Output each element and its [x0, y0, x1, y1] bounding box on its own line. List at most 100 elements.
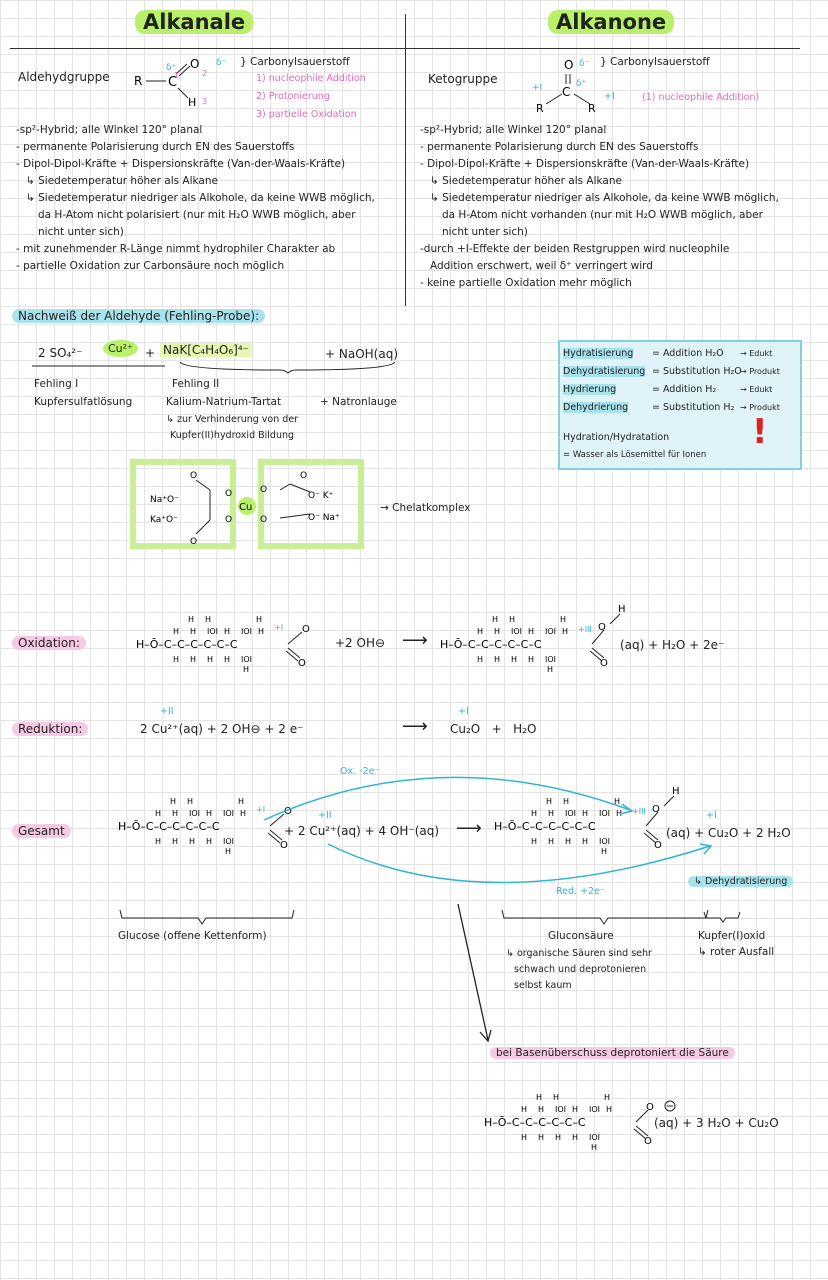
- aldehyde-carbonyl-label: } Carbonylsauerstoff: [240, 56, 350, 68]
- svg-text:+I: +I: [256, 805, 265, 814]
- svg-text:+III: +III: [632, 807, 646, 816]
- svg-text:O: O: [225, 515, 232, 525]
- aldehyde-structure: R C O H δ⁺ δ⁻ 2 3 1: [134, 57, 227, 108]
- fehling-heading: Nachweiß der Aldehyde (Fehling-Probe):: [12, 309, 266, 323]
- ketone-bullet: -sp²-Hybrid; alle Winkel 120° planal: [420, 124, 607, 136]
- svg-text:1: 1: [174, 71, 179, 80]
- def-row-hydrierung: Hydrierung: [563, 384, 617, 395]
- ketone-bullet: - keine partielle Oxidation mehr möglich: [420, 277, 632, 289]
- glucose-structure: O O +I: [136, 615, 310, 674]
- aldehyde-bullet: - partielle Oxidation zur Carbonsäure no…: [16, 260, 285, 272]
- svg-text:H: H: [618, 604, 626, 615]
- svg-text:δ⁺: δ⁺: [576, 79, 587, 89]
- ketone-structure: O C R R +I δ⁺ δ⁻: [532, 58, 596, 112]
- fehling-2-title: Fehling II: [172, 378, 220, 390]
- aldehyde-reaction-2: 2) Protonierung: [256, 91, 330, 102]
- ketone-bullet: - Dipol-Dipol-Kräfte + Dispersionskräfte…: [420, 158, 750, 170]
- svg-text:Na⁺O⁻: Na⁺O⁻: [150, 495, 179, 505]
- oxidation-label: Oxidation:: [12, 636, 86, 650]
- ketone-plus-i: +I: [604, 91, 615, 102]
- svg-text:+I: +I: [274, 623, 283, 632]
- aldehyde-bullet: nicht unter sich): [38, 226, 124, 238]
- def-row-dehydrierung: Dehydrierung: [563, 402, 629, 413]
- svg-text:3: 3: [202, 97, 207, 106]
- svg-text:O: O: [302, 624, 310, 635]
- svg-text:R: R: [588, 102, 596, 112]
- fehling-plus: +: [145, 346, 156, 360]
- ketone-bullet: ↳ Siedetemperatur höher als Alkane: [430, 175, 622, 187]
- svg-text:O: O: [260, 485, 267, 495]
- reduction-right: Cu₂O + H₂O: [450, 722, 537, 736]
- svg-text:R: R: [536, 102, 544, 112]
- down-arrow-icon: [457, 903, 492, 1043]
- fehling-1-desc: Kupfersulfatlösung: [34, 396, 133, 408]
- tartrate-formula: NaK[C₄H₄O₆]⁴⁻: [160, 343, 252, 357]
- ketone-group-label: Ketogruppe: [428, 72, 498, 86]
- svg-text:O: O: [564, 58, 573, 72]
- ox-state-right: +I: [458, 706, 469, 717]
- overall-label: Gesamt: [12, 824, 71, 838]
- def-row-def: = Addition H₂O: [652, 348, 724, 359]
- def-row-def: = Substitution H₂: [652, 402, 735, 413]
- svg-text:O: O: [644, 1136, 652, 1147]
- svg-text:R: R: [134, 74, 142, 88]
- base-excess-heading: bei Basenüberschuss deprotoniert die Säu…: [490, 1047, 735, 1059]
- hydration-term: Hydration/Hydratation: [563, 432, 670, 443]
- ketone-bullet: -durch +I-Effekte der beiden Restgruppen…: [420, 243, 730, 255]
- def-row-dehydratisierung: Dehydratisierung: [563, 366, 646, 377]
- copper-ion: Cu²⁺: [103, 340, 138, 357]
- reaction-arrow-icon: ⟶: [456, 818, 482, 839]
- svg-text:O: O: [598, 622, 606, 633]
- svg-text:H: H: [672, 786, 680, 797]
- fehling-2-desc: Kalium-Natrium-Tartat: [166, 396, 282, 408]
- fehling-2-note: ↳ zur Verhinderung von der: [166, 414, 299, 425]
- svg-text:O: O: [260, 515, 267, 525]
- aldehyde-bullet: da H-Atom nicht polarisiert (nur mit H₂O…: [38, 209, 356, 221]
- chelate-complex-structure: Cu Na⁺O⁻ Ka⁺O⁻ O O O O O O O O⁻ K⁺ O⁻ Na…: [130, 459, 364, 549]
- cu2o-label: Kupfer(I)oxid: [698, 930, 766, 942]
- svg-text:O: O: [190, 471, 197, 481]
- svg-text:H: H: [188, 96, 196, 108]
- dehydratisierung-note: ↳ Dehydratisierung: [688, 876, 794, 887]
- svg-text:Ka⁺O⁻: Ka⁺O⁻: [150, 515, 178, 525]
- def-row-hydratisierung: Hydratisierung: [563, 348, 634, 359]
- oxidation-reagent: +2 OH⊖: [335, 636, 386, 650]
- svg-text:+I: +I: [532, 83, 542, 93]
- ketone-bullet: nicht unter sich): [442, 226, 528, 238]
- aldehyde-bullet: - Dipol-Dipol-Kräfte + Dispersionskräfte…: [16, 158, 346, 170]
- svg-text:2: 2: [202, 69, 207, 78]
- hydration-def: = Wasser als Lösemittel für Ionen: [563, 450, 707, 460]
- aldehyde-bullet: -sp²-Hybrid; alle Winkel 120° planal: [16, 124, 203, 136]
- svg-text:O: O: [280, 840, 288, 851]
- glucose-label: Glucose (offene Kettenform): [118, 930, 267, 942]
- svg-text:O: O: [225, 489, 232, 499]
- svg-text:O: O: [298, 658, 306, 669]
- gluconic-note: selbst kaum: [514, 980, 572, 991]
- aldehyde-bullet: - mit zunehmender R-Länge nimmt hydrophi…: [16, 243, 336, 255]
- overall-products: (aq) + Cu₂O + 2 H₂O: [666, 826, 791, 840]
- svg-text:O: O: [300, 471, 307, 481]
- gluconic-acid-structure-overall: O H O +III: [494, 786, 680, 856]
- cu2o-note: ↳ roter Ausfall: [698, 946, 775, 958]
- gluconic-acid-structure: O H O +III: [440, 604, 626, 674]
- ox-arrow-label: Ox. -2e⁻: [340, 766, 380, 777]
- ox-state-left: +II: [160, 706, 174, 717]
- svg-text:Cu: Cu: [239, 502, 252, 513]
- red-arrow-label: Red. +2e⁻: [556, 886, 605, 897]
- def-row-res: → Produkt: [740, 367, 780, 376]
- ketone-bullet: Addition erschwert, weil δ⁺ verringert w…: [430, 260, 653, 272]
- alkanale-title: Alkanale: [135, 10, 254, 34]
- alkanone-title: Alkanone: [548, 10, 675, 34]
- gluconic-note: schwach und deprotonieren: [514, 964, 647, 975]
- def-row-def: = Addition H₂: [652, 384, 717, 395]
- aldehyde-bullet: ↳ Siedetemperatur niedriger als Alkohole…: [26, 192, 375, 204]
- svg-text:+III: +III: [578, 625, 592, 634]
- gluconate-structure: O O: [484, 1093, 676, 1152]
- aldehyde-reaction-3: 3) partielle Oxidation: [256, 109, 357, 120]
- reduction-left: 2 Cu²⁺(aq) + 2 OH⊖ + 2 e⁻: [140, 722, 304, 736]
- oxidation-products: (aq) + H₂O + 2e⁻: [620, 638, 725, 652]
- redox-arrows: [263, 776, 713, 884]
- svg-text:δ⁻: δ⁻: [216, 58, 227, 68]
- svg-text:O: O: [600, 658, 608, 669]
- ox-state-cu: +II: [318, 810, 332, 821]
